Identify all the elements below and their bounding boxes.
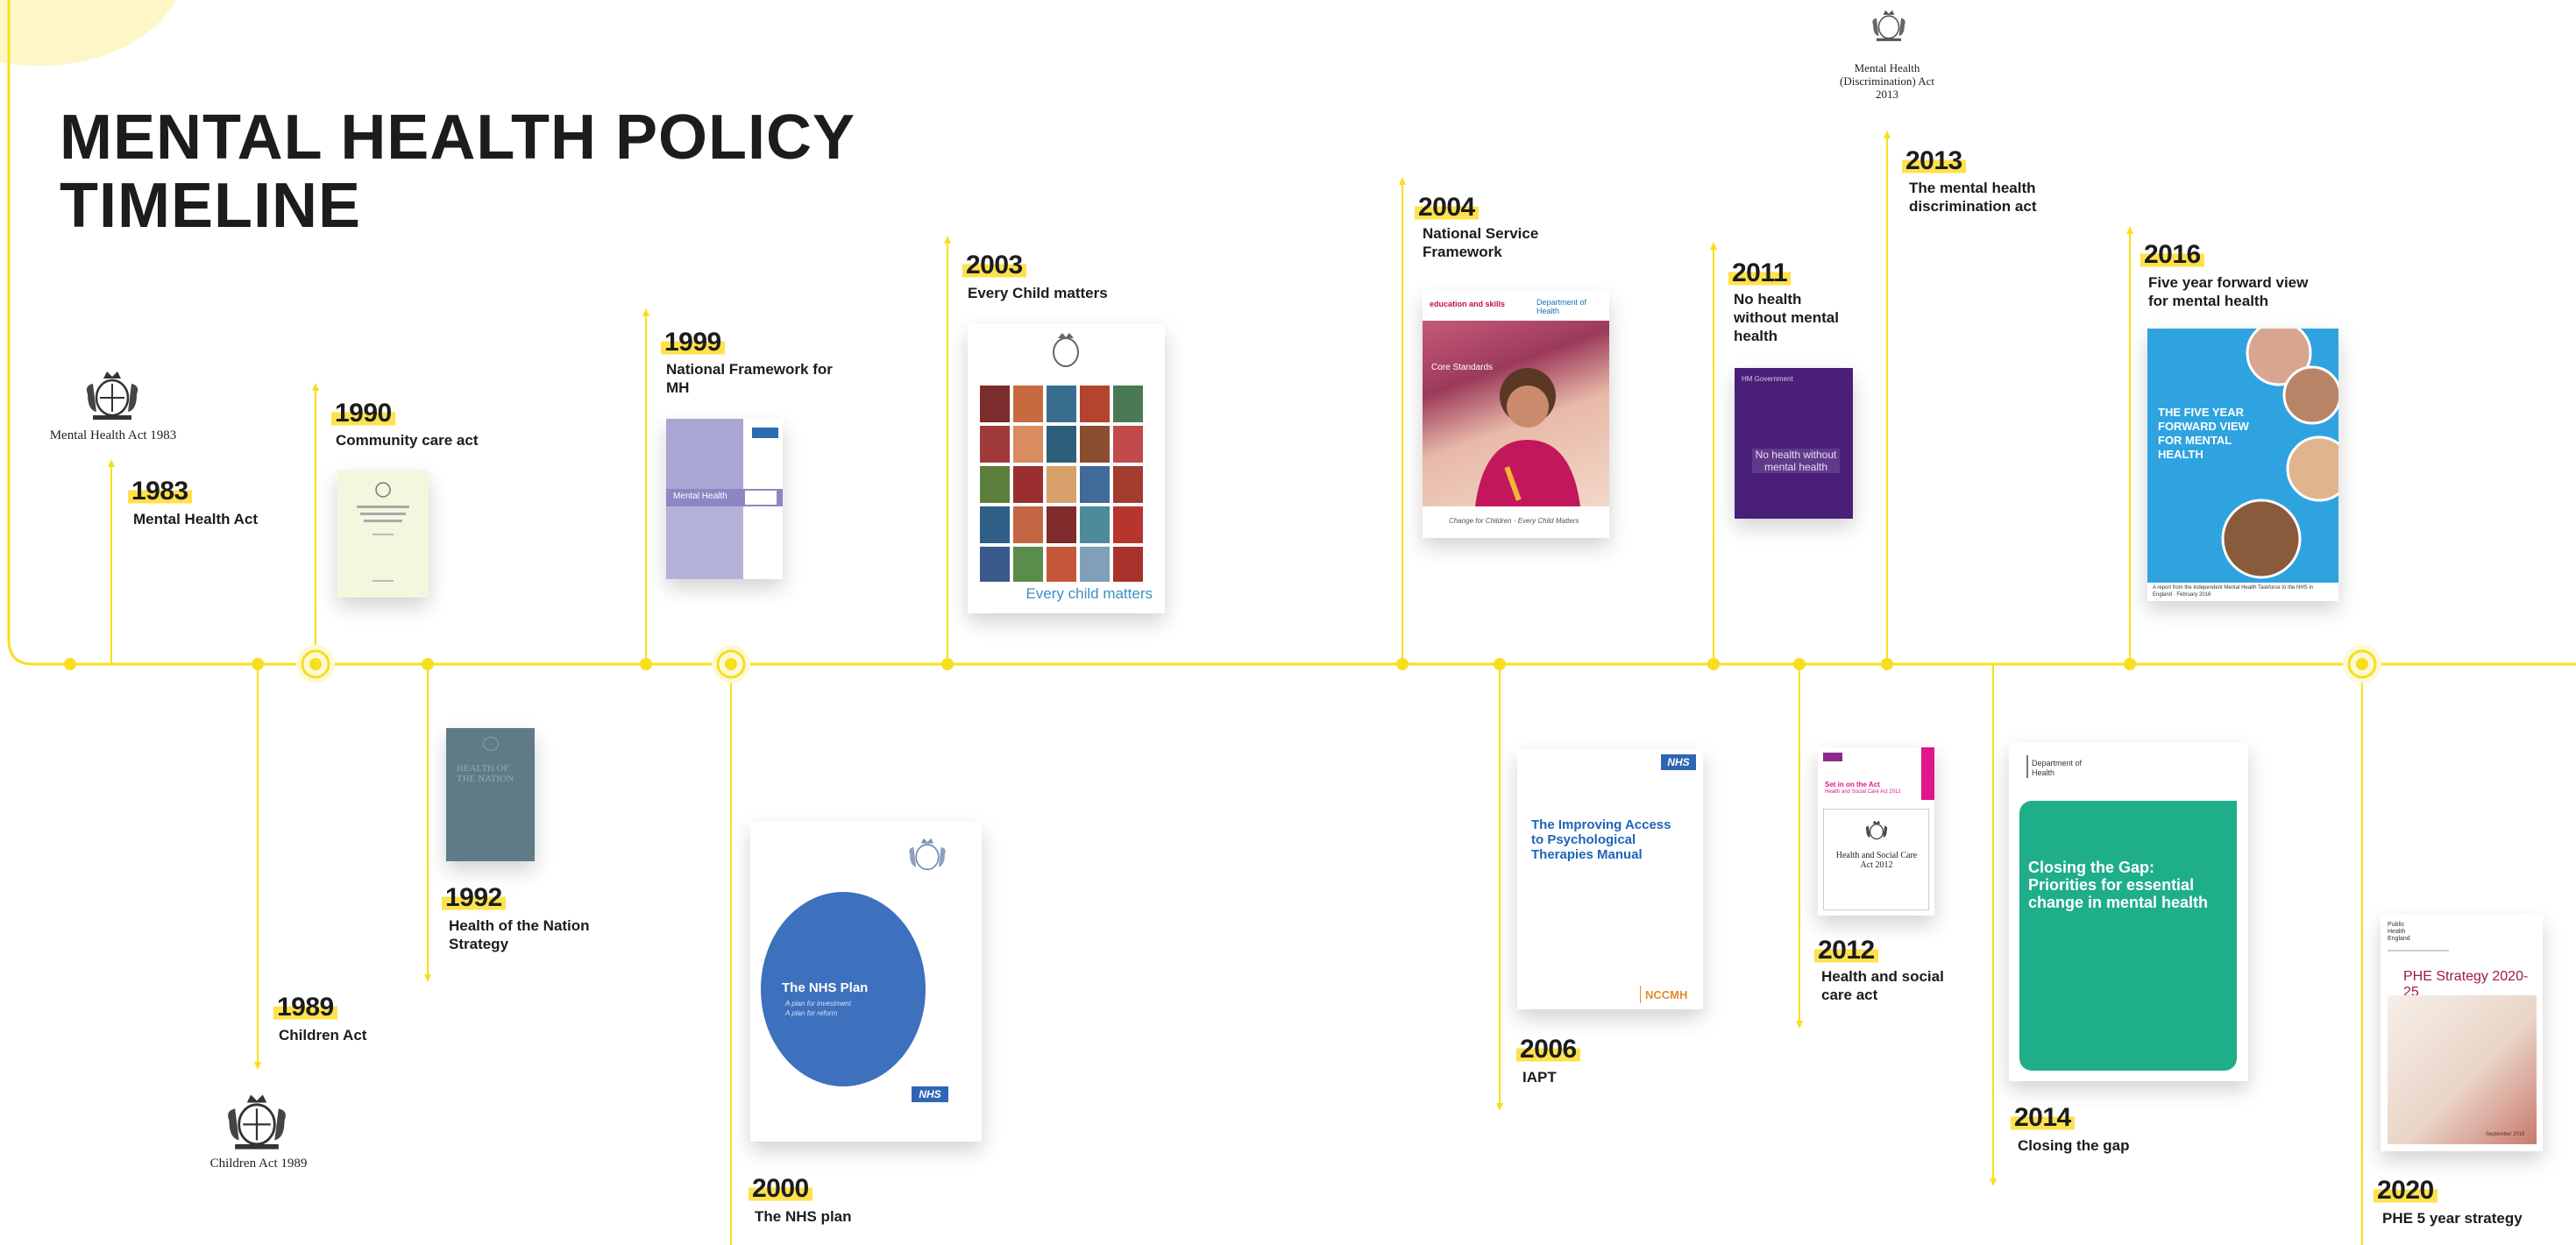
cover-2006: NHS The Improving Access to Psychologica… (1517, 749, 1703, 1009)
royal-crest-icon (909, 838, 946, 871)
cover-2004-heading: Core Standards (1431, 363, 1494, 372)
cover-2014-title: Closing the Gap: Priorities for essentia… (2028, 859, 2209, 911)
cover-2011-title: No health without mental health (1752, 449, 1840, 473)
label-2016: Five year forward view for mental health (2148, 274, 2309, 309)
label-1999: National Framework for MH (666, 361, 833, 396)
cover-1992: HEALTH OF THE NATION (446, 728, 535, 861)
act-caption-1989: Children Act 1989 (209, 1157, 308, 1171)
arrow-tips (108, 131, 2133, 1186)
cover-2004: education and skills Department of Healt… (1423, 291, 1609, 538)
year-1990: 1990 (331, 400, 395, 427)
royal-crest-icon (1872, 10, 1905, 41)
timeline-dots (64, 658, 2136, 670)
child-illustration (1475, 368, 1580, 506)
cover-2012-inner: Health and Social Care Act 2012 (1835, 851, 1918, 870)
label-1989: Children Act (279, 1027, 367, 1043)
nhs-logo: NHS (1661, 754, 1696, 770)
cover-2000-title: The NHS Plan (782, 980, 869, 995)
royal-crest-icon (86, 371, 138, 420)
cover-2014-org: Department of Health (2032, 759, 2083, 777)
cover-1992-title: HEALTH OF THE NATION (457, 763, 514, 784)
year-2012: 2012 (1814, 937, 1878, 964)
cover-2020-org: Public Health England (2388, 922, 2410, 942)
cover-2003: Every child matters (968, 324, 1165, 613)
cover-2016: THE FIVE YEAR FORWARD VIEW FOR MENTAL HE… (2147, 329, 2338, 601)
cover-2012-title: Set in on the Act (1825, 781, 1880, 789)
year-1999: 1999 (661, 329, 725, 356)
label-2012: Health and social care act (1821, 968, 1944, 1003)
faces-photos (2221, 329, 2338, 579)
year-2020: 2020 (2374, 1178, 2438, 1204)
year-1992: 1992 (442, 885, 506, 911)
label-2006: IAPT (1522, 1069, 1557, 1086)
act-caption-2013: Mental Health (Discrimination) Act 2013 (1840, 61, 1934, 101)
label-1990: Community care act (336, 432, 479, 449)
royal-crest-icon (228, 1094, 286, 1150)
label-1992: Health of the Nation Strategy (449, 917, 590, 952)
label-1983: Mental Health Act (133, 511, 259, 527)
year-2000: 2000 (749, 1176, 813, 1202)
connector-lines (110, 136, 2363, 1245)
cover-2016-title: THE FIVE YEAR FORWARD VIEW FOR MENTAL HE… (2158, 406, 2249, 461)
ring-markers (296, 645, 2381, 683)
cover-2012-sub: Health and Social Care Act 2012 (1825, 789, 1901, 795)
cover-2004-org2: Department of Health (1536, 298, 1587, 315)
cover-1990 (337, 470, 429, 598)
cover-2000-sub2: A plan for reform (785, 1009, 838, 1017)
cover-2004-org1: education and skills (1430, 300, 1506, 308)
label-2020: PHE 5 year strategy (2382, 1210, 2523, 1227)
cover-2004-caption: Change for Children · Every Child Matter… (1449, 517, 1579, 525)
cover-2003-art (980, 333, 1143, 582)
cover-2006-title: The Improving Access to Psychological Th… (1531, 817, 1671, 862)
year-2003: 2003 (962, 252, 1026, 279)
page-title: MENTAL HEALTH POLICY TIMELINE (60, 103, 855, 241)
year-1983: 1983 (128, 478, 192, 505)
cover-2020-date: September 2019 (2486, 1132, 2525, 1137)
label-2003: Every Child matters (968, 285, 1108, 301)
cover-1999: Mental Health (666, 419, 783, 579)
label-2013: The mental health discrimination act (1909, 180, 2037, 215)
cover-1999-title: Mental Health (673, 492, 727, 501)
year-2006: 2006 (1516, 1036, 1580, 1063)
cover-2011: HM Government No health without mental h… (1735, 368, 1853, 519)
year-2016: 2016 (2140, 242, 2204, 268)
cover-2016-footer: A report from the Independent Mental Hea… (2153, 585, 2313, 598)
cover-2020: Public Health England PHE Strategy 2020-… (2381, 915, 2543, 1151)
label-2011: No health without mental health (1734, 291, 1839, 344)
cover-2011-org: HM Government (1742, 375, 1793, 383)
document-icon (357, 482, 409, 582)
label-2014: Closing the gap (2018, 1137, 2130, 1154)
year-2004: 2004 (1415, 195, 1479, 221)
cover-2012: Set in on the Act Health and Social Care… (1818, 747, 1934, 916)
year-2011: 2011 (1728, 260, 1792, 286)
cover-2006-logo: NCCMH (1645, 988, 1688, 1001)
nhs-logo: NHS (912, 1086, 948, 1102)
year-2014: 2014 (2011, 1105, 2075, 1131)
cover-2014: Department of Health Closing the Gap: Pr… (2009, 743, 2248, 1081)
year-1989: 1989 (273, 994, 337, 1021)
royal-crest-icon (1865, 820, 1888, 840)
act-caption-1983: Mental Health Act 1983 (49, 428, 177, 442)
timeline-axis (7, 0, 2576, 666)
cover-2000-sub1: A plan for investment (785, 1000, 851, 1008)
cover-2003-footer: Every child matters (1025, 585, 1153, 602)
cover-2000: The NHS Plan A plan for investment A pla… (750, 822, 982, 1142)
label-2000: The NHS plan (755, 1208, 852, 1225)
year-2013: 2013 (1902, 148, 1966, 174)
label-2004: National Service Framework (1423, 225, 1539, 260)
